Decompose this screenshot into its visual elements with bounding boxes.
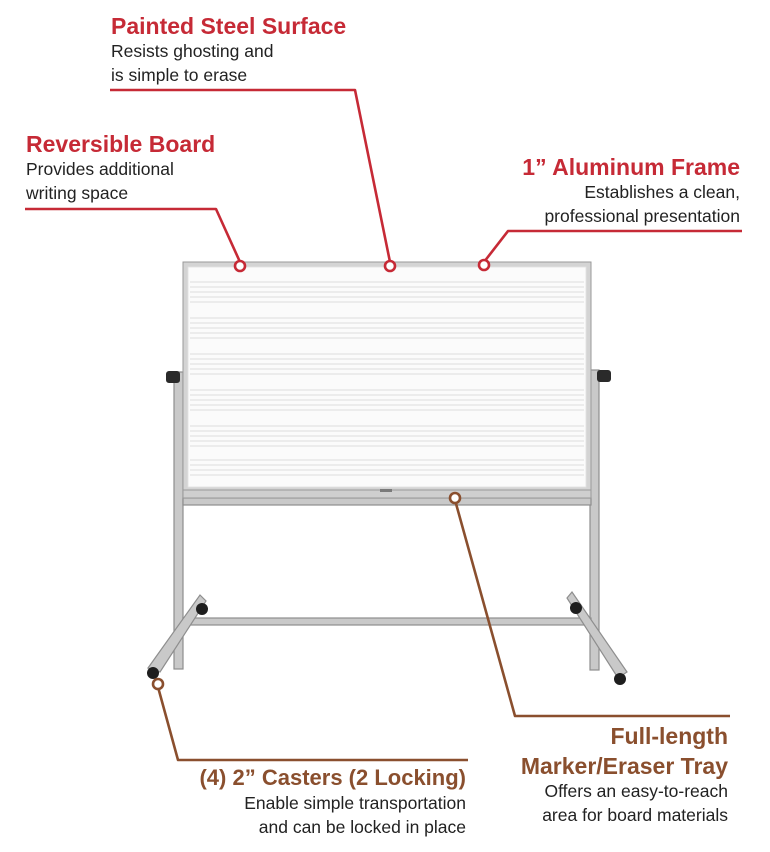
right-upright [589, 369, 600, 671]
callout-desc-line: Offers an easy-to-reach [544, 781, 728, 801]
leader-reversible [25, 207, 242, 263]
leader-painted-steel [110, 88, 392, 263]
callout-desc-line: professional presentation [544, 206, 740, 226]
stand [147, 369, 628, 679]
dot-painted-steel [383, 259, 397, 273]
bottom-crossbar [182, 617, 592, 626]
rotation-knobs [166, 370, 611, 383]
callout-marker-tray: Full-length Marker/Eraser Tray Offers an… [521, 723, 728, 827]
right-knob [597, 370, 611, 382]
callout-desc-line: writing space [26, 183, 129, 203]
callout-desc-line: Provides additional [26, 159, 174, 179]
dot-marker-tray [448, 491, 462, 505]
leader-marker-tray [453, 499, 730, 718]
left-knob [166, 371, 180, 383]
tray-marker [380, 489, 392, 492]
callout-dots [151, 258, 491, 691]
callout-reversible: Reversible Board Provides additional wri… [26, 131, 215, 205]
callout-desc-line: area for board materials [542, 805, 728, 825]
upper-crossbar [182, 497, 592, 506]
leader-casters [156, 686, 468, 762]
board-surface [187, 266, 587, 488]
callout-title: (4) 2” Casters (2 Locking) [199, 765, 466, 790]
dot-casters [151, 677, 165, 691]
callout-desc-line: Enable simple transportation [244, 793, 466, 813]
callout-title: Full-length [610, 723, 728, 749]
callout-aluminum-frame: 1” Aluminum Frame Establishes a clean, p… [522, 154, 740, 228]
callout-lines [25, 88, 742, 762]
casters [147, 602, 626, 685]
whiteboard [182, 261, 592, 499]
dot-aluminum-frame [477, 258, 491, 272]
callout-title: Painted Steel Surface [111, 13, 347, 39]
leader-aluminum-frame [482, 229, 742, 263]
callout-title: Marker/Eraser Tray [520, 753, 728, 779]
music-staff-lines [190, 281, 584, 476]
callout-desc-line: Establishes a clean, [584, 182, 740, 202]
callout-painted-steel: Painted Steel Surface Resists ghosting a… [111, 13, 346, 87]
caster-right-back [570, 602, 582, 614]
callout-casters: (4) 2” Casters (2 Locking) Enable simple… [199, 765, 466, 839]
right-foot [566, 591, 628, 679]
caster-right-front [614, 673, 626, 685]
caster-left-front [147, 667, 159, 679]
callout-desc-line: Resists ghosting and [111, 41, 274, 61]
caster-left-back [196, 603, 208, 615]
callout-title: Reversible Board [26, 131, 216, 157]
dot-reversible [233, 259, 247, 273]
callout-desc-line: is simple to erase [111, 65, 248, 85]
callout-desc-line: and can be locked in place [258, 817, 466, 837]
callout-title: 1” Aluminum Frame [522, 154, 740, 180]
